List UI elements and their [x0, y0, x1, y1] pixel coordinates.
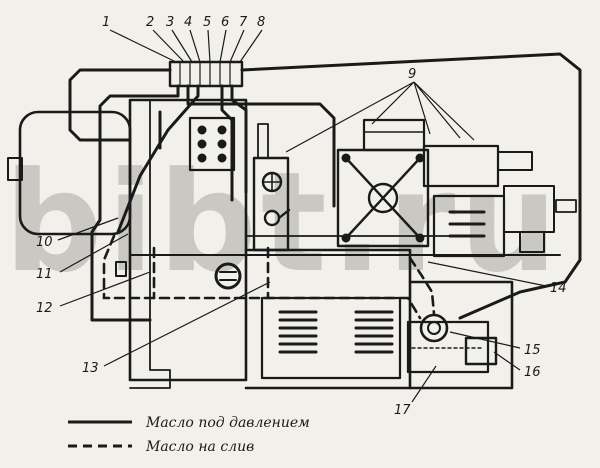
bolt — [415, 233, 425, 243]
lever — [277, 208, 291, 220]
headstock-body — [128, 98, 248, 382]
callout-3: 3 — [166, 15, 174, 30]
pressure-line-carriage — [186, 84, 336, 208]
callout-16: 16 — [524, 365, 541, 380]
leader-13 — [103, 281, 271, 367]
leader-4 — [189, 29, 201, 63]
knob-grip — [219, 271, 237, 281]
apron-rod — [257, 123, 269, 159]
callout-6: 6 — [221, 15, 229, 30]
distributor-block — [168, 60, 244, 88]
callout-9: 9 — [408, 67, 416, 82]
coil-left — [278, 310, 318, 354]
bolt — [341, 233, 351, 243]
pressure-line-diag — [116, 84, 200, 234]
chip-tray — [260, 296, 402, 380]
coil-right — [354, 310, 394, 354]
callout-8: 8 — [257, 15, 265, 30]
handwheel-upper — [261, 171, 283, 193]
oil-tank — [406, 320, 490, 374]
leader-6 — [219, 29, 227, 63]
tailstock-handle — [555, 199, 577, 213]
drain-lines — [102, 234, 436, 320]
leader-1 — [109, 29, 177, 63]
callout-5: 5 — [203, 15, 211, 30]
legend: Масло под давлением Масло на слив — [68, 415, 310, 455]
cross-slide-hub — [367, 182, 399, 214]
leader-3 — [171, 29, 193, 63]
callout-12: 12 — [36, 301, 53, 316]
leader-15 — [449, 331, 521, 349]
pressure-line-main — [240, 52, 582, 320]
bed-right-leg — [408, 280, 514, 390]
leader-11 — [59, 233, 129, 273]
bed-left-leg — [129, 99, 171, 389]
tailstock-clamp — [519, 231, 545, 253]
gear-hole — [197, 125, 207, 135]
callout-labels: 1 2 3 4 5 6 7 8 9 10 11 12 13 14 15 16 1… — [36, 15, 567, 418]
pressure-line-motor — [68, 68, 172, 142]
pressure-line-gear2 — [230, 84, 248, 194]
legend-drain-label: Масло на слив — [145, 439, 254, 455]
sight-glass — [115, 261, 127, 277]
drain-line-bed — [102, 234, 422, 320]
callout-10: 10 — [36, 235, 53, 250]
pressure-line-lower — [90, 84, 180, 322]
leader-9 — [285, 81, 475, 153]
bolt — [415, 153, 425, 163]
pressure-line-gear — [220, 84, 234, 202]
drain-line-carriage — [408, 256, 436, 316]
callout-1: 1 — [102, 15, 110, 30]
tailstock-center — [497, 151, 533, 171]
callout-2: 2 — [146, 15, 154, 30]
callout-15: 15 — [524, 343, 541, 358]
bed-center — [244, 248, 412, 390]
distributor-taps — [179, 61, 231, 87]
legend-pressure-label: Масло под давлением — [145, 415, 310, 431]
gear-hole — [197, 139, 207, 149]
tool-post — [362, 118, 426, 152]
filter — [464, 336, 498, 366]
callout-14: 14 — [550, 281, 567, 296]
motor-cap — [7, 157, 23, 181]
oil-pump — [419, 313, 449, 343]
gear-hole — [217, 125, 227, 135]
gear-hole — [217, 153, 227, 163]
leader-5 — [207, 29, 211, 63]
leader-lines — [57, 29, 547, 403]
callout-13: 13 — [82, 361, 99, 376]
handwheel-upper-spokes — [263, 173, 281, 191]
knob — [214, 262, 242, 290]
leader-2 — [152, 29, 185, 63]
gear-hole — [197, 153, 207, 163]
leader-14 — [427, 261, 547, 287]
leader-8 — [239, 29, 263, 63]
cross-slide-brace — [344, 156, 422, 240]
leader-7 — [229, 29, 245, 63]
oil-pump-core — [427, 321, 441, 335]
bolt — [341, 153, 351, 163]
gear-panel — [188, 116, 236, 172]
callout-11: 11 — [36, 267, 53, 282]
leader-16 — [493, 351, 521, 371]
callout-4: 4 — [184, 15, 192, 30]
pressure-lines — [68, 52, 582, 322]
leader-10 — [57, 217, 119, 241]
tailstock-ribs — [448, 210, 486, 238]
apron — [252, 156, 290, 252]
leader-17 — [411, 365, 437, 403]
gear-hole — [217, 139, 227, 149]
callout-7: 7 — [239, 15, 248, 30]
leader-12 — [59, 271, 151, 307]
callout-17: 17 — [394, 403, 411, 418]
